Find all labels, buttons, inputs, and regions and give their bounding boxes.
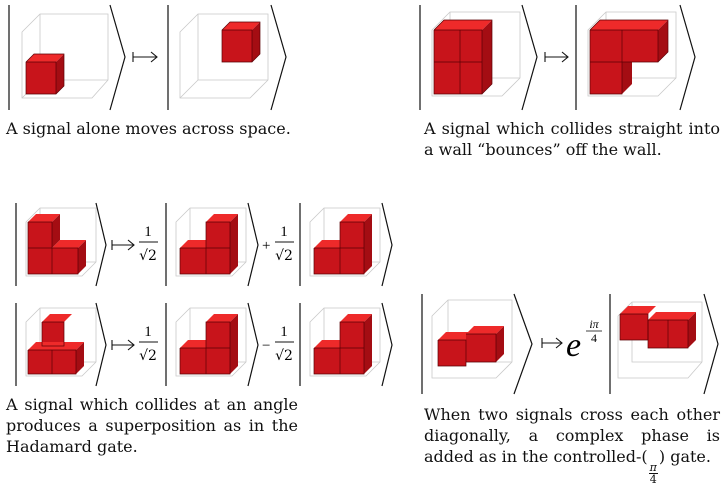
ket-right-angle [247,202,259,287]
caption-text-end: ) gate. [658,447,711,466]
fraction-denominator: √2 [275,248,293,264]
ket-right-angle [381,302,393,387]
mapsto-arrow [111,239,135,251]
red-cube [25,53,65,95]
caption-signal-bounce: A signal which collides straight into a … [424,118,720,160]
ket-right-angle [109,4,126,111]
figure-signal-bounce [419,4,696,111]
figure-controlled-phase: e iπ 4 [421,293,719,395]
ket-right-angle [95,202,107,287]
fraction-numerator: 1 [144,324,152,340]
caption-hadamard: A signal which collides at an angle prod… [6,394,298,457]
ket-right-angle [381,202,393,287]
fraction-denominator: √2 [139,348,157,364]
minus-sign: − [262,338,270,354]
caption-signal-moves: A signal alone moves across space. [6,118,296,139]
ket-right-angle [703,293,719,395]
caption-controlled-phase: When two signals cross each other diagon… [424,404,720,485]
caption-text: A signal which collides at an angle prod… [6,395,298,456]
caption-text-main: When two signals cross each other diagon… [424,405,720,466]
red-l-shape [313,214,372,275]
red-cross-shape [619,306,696,349]
ket-right-angle [521,4,538,111]
ket-right-angle [247,302,259,387]
mapsto-arrow [544,51,569,63]
red-cross-shape [437,326,504,367]
phase-exponent-numerator: iπ [589,317,599,331]
red-cube [221,21,261,63]
ket-right-angle [95,302,107,387]
ket-right-angle [270,4,287,111]
plus-sign: + [262,238,270,254]
red-l-shape [27,314,84,375]
red-l-shape [313,314,372,375]
fraction-numerator: 1 [144,224,152,240]
phase-e: e [566,327,581,364]
red-l-shape [589,19,669,95]
mapsto-arrow [132,51,158,63]
mapsto-arrow [541,337,563,349]
fraction-numerator: 1 [280,224,288,240]
fraction-denominator: √2 [275,348,293,364]
pi-numerator: π [648,461,658,474]
four-denominator: 4 [649,473,657,486]
mapsto-arrow [111,339,135,351]
ket-right-angle [679,4,696,111]
figure-signal-moves [8,4,287,111]
phase-exponent-denominator: 4 [591,331,597,345]
caption-text: A signal which collides straight into a … [424,119,720,159]
red-l-shape [27,214,86,275]
red-l-shape [179,314,238,375]
red-l-shape [179,214,238,275]
figure-hadamard-minus: 1 √2 − 1 √2 [15,302,393,387]
box-grid [179,13,269,99]
ket-right-angle [513,293,533,395]
fraction-denominator: √2 [139,248,157,264]
fraction-numerator: 1 [280,324,288,340]
figure-hadamard-plus: 1 √2 + 1 √2 [15,202,393,287]
red-l-shape [433,19,493,95]
caption-text: A signal alone moves across space. [6,119,291,138]
caption-text: When two signals cross each other diagon… [424,404,720,485]
